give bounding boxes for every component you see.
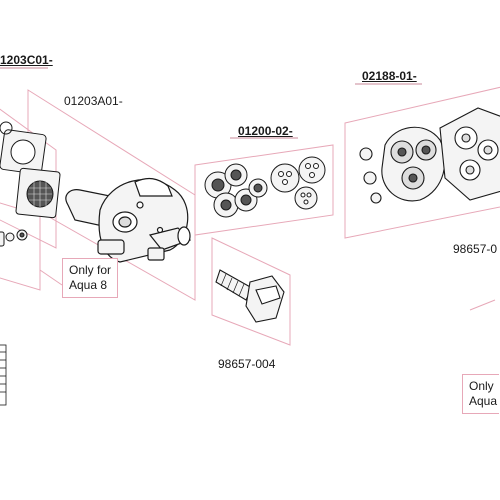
valve-kit	[204, 156, 326, 218]
label-kit-c01: 1203C01-	[0, 53, 53, 67]
hose-fitting	[215, 269, 285, 323]
valve-plate-c	[294, 186, 318, 210]
note-aqua-right-line1: Only	[469, 379, 494, 393]
hatched-strip	[0, 344, 7, 406]
frame-kit-01200	[194, 144, 334, 236]
diaphragm-screw-1	[359, 147, 373, 161]
label-kit-01200: 01200-02-	[238, 124, 293, 138]
note-aqua-right-line2: Aqua	[469, 394, 498, 408]
leader-right	[469, 299, 496, 311]
note-aqua8-line1: Only for	[69, 263, 112, 277]
diaphragm-kit	[359, 107, 500, 204]
mesh-screen-part	[15, 167, 61, 219]
frame-kit-02188	[344, 86, 500, 239]
note-aqua8-line2: Aqua 8	[69, 278, 108, 292]
diaphragm-screw-3	[370, 192, 382, 204]
label-part-98657-right: 98657-0	[453, 242, 498, 256]
small-left-parts	[0, 229, 28, 247]
diaphragm-plate	[439, 107, 500, 201]
valve-plate-b	[298, 156, 326, 184]
label-part-a01: 01203A01-	[64, 94, 123, 108]
o-ring	[0, 121, 13, 135]
label-rules	[0, 67, 422, 139]
diaphragm	[381, 126, 446, 202]
callout-frames	[0, 86, 500, 346]
valve-plate-a	[270, 163, 300, 193]
left-gasket-kit	[0, 121, 61, 219]
note-aqua-right: Only Aqua	[462, 374, 499, 414]
diaphragm-screw-2	[363, 171, 377, 185]
pump-housing	[65, 177, 192, 263]
leader-aqua8	[39, 269, 63, 286]
frame-fitting	[211, 237, 291, 346]
note-aqua8: Only for Aqua 8	[62, 258, 119, 298]
label-part-98657-004: 98657-004	[218, 357, 276, 371]
valve-stack	[204, 163, 268, 218]
label-kit-02188: 02188-01-	[362, 69, 417, 83]
